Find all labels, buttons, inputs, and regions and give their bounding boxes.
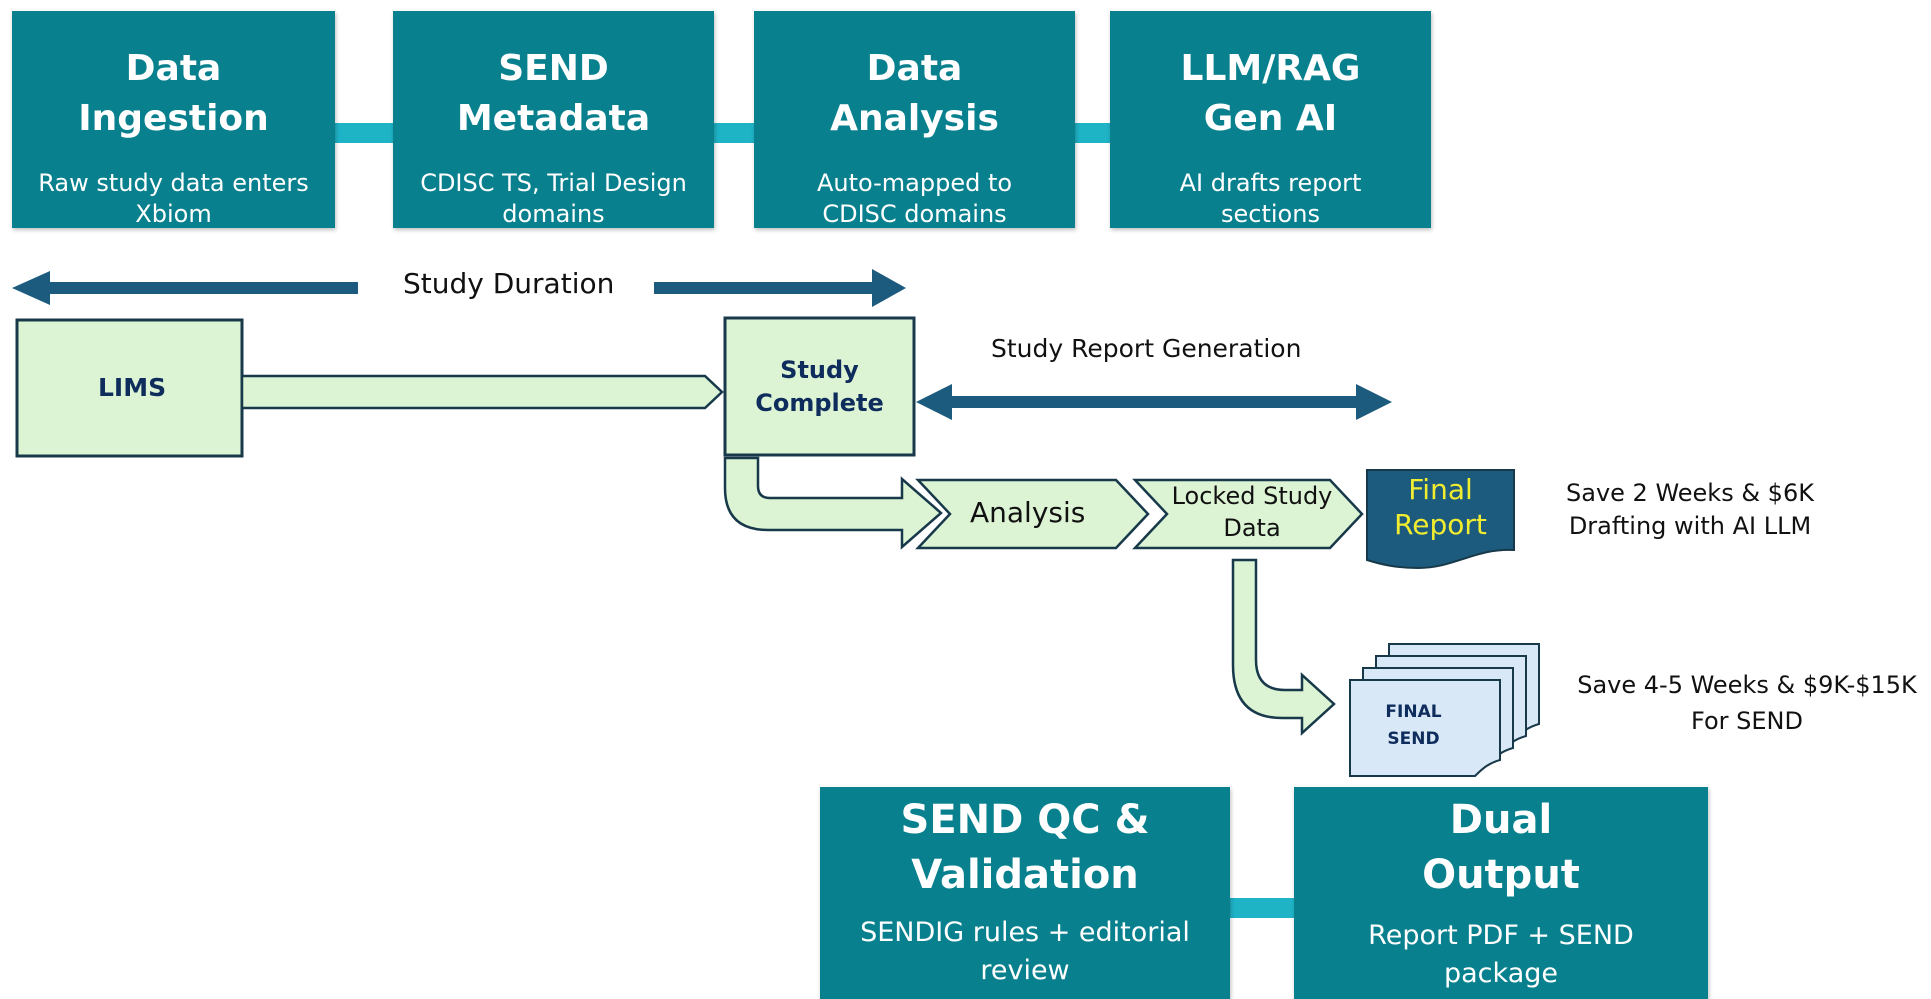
- lims-to-complete-arrow: [240, 374, 724, 410]
- card-title: Validation: [911, 852, 1139, 898]
- card-description: Xbiom: [135, 200, 212, 228]
- card-send-metadata: SEND Metadata CDISC TS, Trial Design dom…: [393, 11, 714, 228]
- card-description: CDISC TS, Trial Design: [420, 169, 687, 197]
- final-send-label: FINAL SEND: [1355, 699, 1472, 753]
- card-dual-output: Dual Output Report PDF + SEND package: [1294, 787, 1708, 999]
- card-llm-rag: LLM/RAG Gen AI AI drafts report sections: [1110, 11, 1431, 228]
- card-description: AI drafts report: [1179, 169, 1362, 197]
- final-send-line: FINAL: [1385, 702, 1442, 722]
- card-title: Data: [866, 48, 963, 89]
- final-send-line: SEND: [1387, 729, 1440, 749]
- card-description: domains: [502, 200, 605, 228]
- study-complete-label: Study Complete: [725, 354, 914, 420]
- card-title: Dual: [1449, 797, 1553, 843]
- connector-2-3: [714, 123, 754, 143]
- send-savings-note: Save 4-5 Weeks & $9K-$15K For SEND: [1566, 667, 1928, 739]
- card-title: Analysis: [830, 98, 999, 139]
- study-duration-label: Study Duration: [403, 267, 615, 300]
- locked-data-line: Locked Study: [1171, 482, 1333, 510]
- report-savings-note: Save 2 Weeks & $6K Drafting with AI LLM: [1560, 477, 1820, 543]
- connector-qc-output: [1230, 898, 1294, 918]
- card-title: Gen AI: [1203, 98, 1338, 139]
- final-report-line: Final: [1408, 473, 1473, 506]
- card-description: SENDIG rules + editorial: [860, 917, 1190, 948]
- card-description: package: [1444, 958, 1558, 989]
- complete-to-analysis-arrow: [723, 456, 943, 550]
- final-report-document: [1366, 469, 1515, 570]
- card-title: Output: [1422, 852, 1580, 898]
- card-title: Data: [125, 48, 222, 89]
- connector-1-2: [335, 123, 393, 143]
- card-data-analysis: Data Analysis Auto-mapped to CDISC domai…: [754, 11, 1075, 228]
- card-title: SEND: [498, 48, 609, 89]
- report-savings-line: Drafting with AI LLM: [1568, 512, 1812, 540]
- card-description: Report PDF + SEND: [1368, 920, 1634, 951]
- connector-3-4: [1075, 123, 1110, 143]
- report-savings-line: Save 2 Weeks & $6K: [1566, 479, 1814, 507]
- final-report-label: Final Report: [1367, 472, 1514, 542]
- study-duration-arrow: [12, 269, 906, 307]
- send-savings-line: Save 4-5 Weeks & $9K-$15K: [1577, 671, 1917, 699]
- card-send-qc: SEND QC & Validation SENDIG rules + edit…: [820, 787, 1230, 999]
- card-description: sections: [1221, 200, 1320, 228]
- card-description: review: [980, 955, 1070, 986]
- card-description: Auto-mapped to: [816, 169, 1013, 197]
- send-savings-line: For SEND: [1691, 707, 1803, 735]
- card-title: Metadata: [456, 98, 651, 139]
- final-send-documents: [1349, 643, 1540, 777]
- report-generation-arrow: [916, 384, 1392, 420]
- final-report-line: Report: [1394, 508, 1487, 541]
- analysis-label: Analysis: [970, 496, 1086, 529]
- analysis-chevron: [915, 478, 1150, 550]
- locked-data-label: Locked Study Data: [1150, 480, 1354, 544]
- study-complete-line: Study: [780, 356, 859, 384]
- lims-label: LIMS: [98, 373, 167, 402]
- card-description: Raw study data enters: [38, 169, 309, 197]
- locked-data-chevron: [1132, 478, 1364, 550]
- card-title: SEND QC &: [900, 797, 1150, 843]
- study-complete-line: Complete: [755, 389, 884, 417]
- card-data-ingestion: Data Ingestion Raw study data enters Xbi…: [12, 11, 335, 228]
- study-complete-box: [723, 316, 916, 457]
- locked-to-send-arrow: [1231, 558, 1336, 736]
- report-generation-label: Study Report Generation: [991, 334, 1302, 363]
- card-description: CDISC domains: [822, 200, 1007, 228]
- card-title: LLM/RAG: [1180, 48, 1361, 89]
- card-title: Ingestion: [78, 98, 269, 139]
- locked-data-line: Data: [1223, 514, 1281, 542]
